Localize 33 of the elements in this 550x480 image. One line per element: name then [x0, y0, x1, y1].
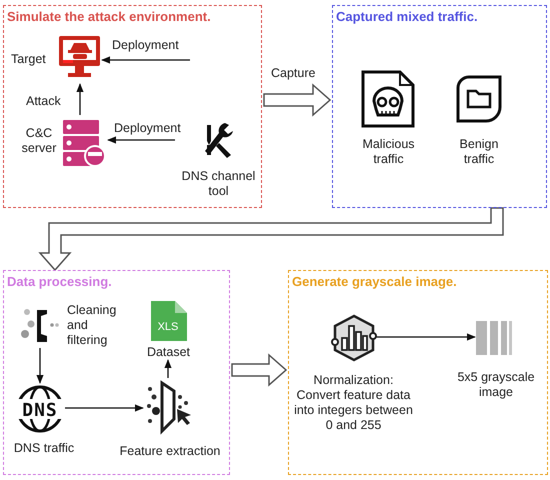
arrow [107, 136, 175, 144]
dashed-group-box [332, 5, 547, 208]
node-label: DNS channel tool [180, 168, 256, 200]
node-label: 5x5 grayscale image [456, 369, 536, 401]
block-arrow [38, 207, 504, 272]
edge-label: Deployment [114, 121, 181, 136]
node-label: C&C server [20, 125, 58, 157]
group-title: Simulate the attack environment. [7, 9, 211, 24]
block-arrow [231, 353, 288, 387]
arrow [64, 404, 144, 412]
node-label: Target [11, 51, 47, 67]
edge-label: Deployment [112, 38, 179, 53]
arrow [376, 333, 476, 341]
group-title: Generate grayscale image. [292, 274, 457, 289]
node-label: Cleaning and filtering [67, 302, 118, 349]
node-label: Malicious traffic [361, 136, 416, 168]
arrow [76, 83, 84, 115]
node-label: Feature extraction [118, 443, 222, 459]
group-title: Captured mixed traffic. [336, 9, 478, 24]
arrow [36, 348, 44, 384]
node-label: Dataset [146, 345, 192, 360]
dashed-group-box [288, 270, 548, 475]
arrow [164, 359, 172, 378]
group-title: Data processing. [7, 274, 112, 289]
edge-label: Capture [271, 66, 316, 81]
icon-text: XLS [156, 321, 180, 335]
arrow [101, 56, 190, 64]
icon-text: DNS [21, 400, 59, 422]
node-label: Normalization: Convert feature data into integers between 0 and 255 [293, 372, 414, 434]
node-label: Benign traffic [458, 136, 500, 168]
dashed-group-box [3, 270, 230, 475]
block-arrow [263, 83, 332, 117]
node-label: DNS traffic [12, 440, 76, 456]
